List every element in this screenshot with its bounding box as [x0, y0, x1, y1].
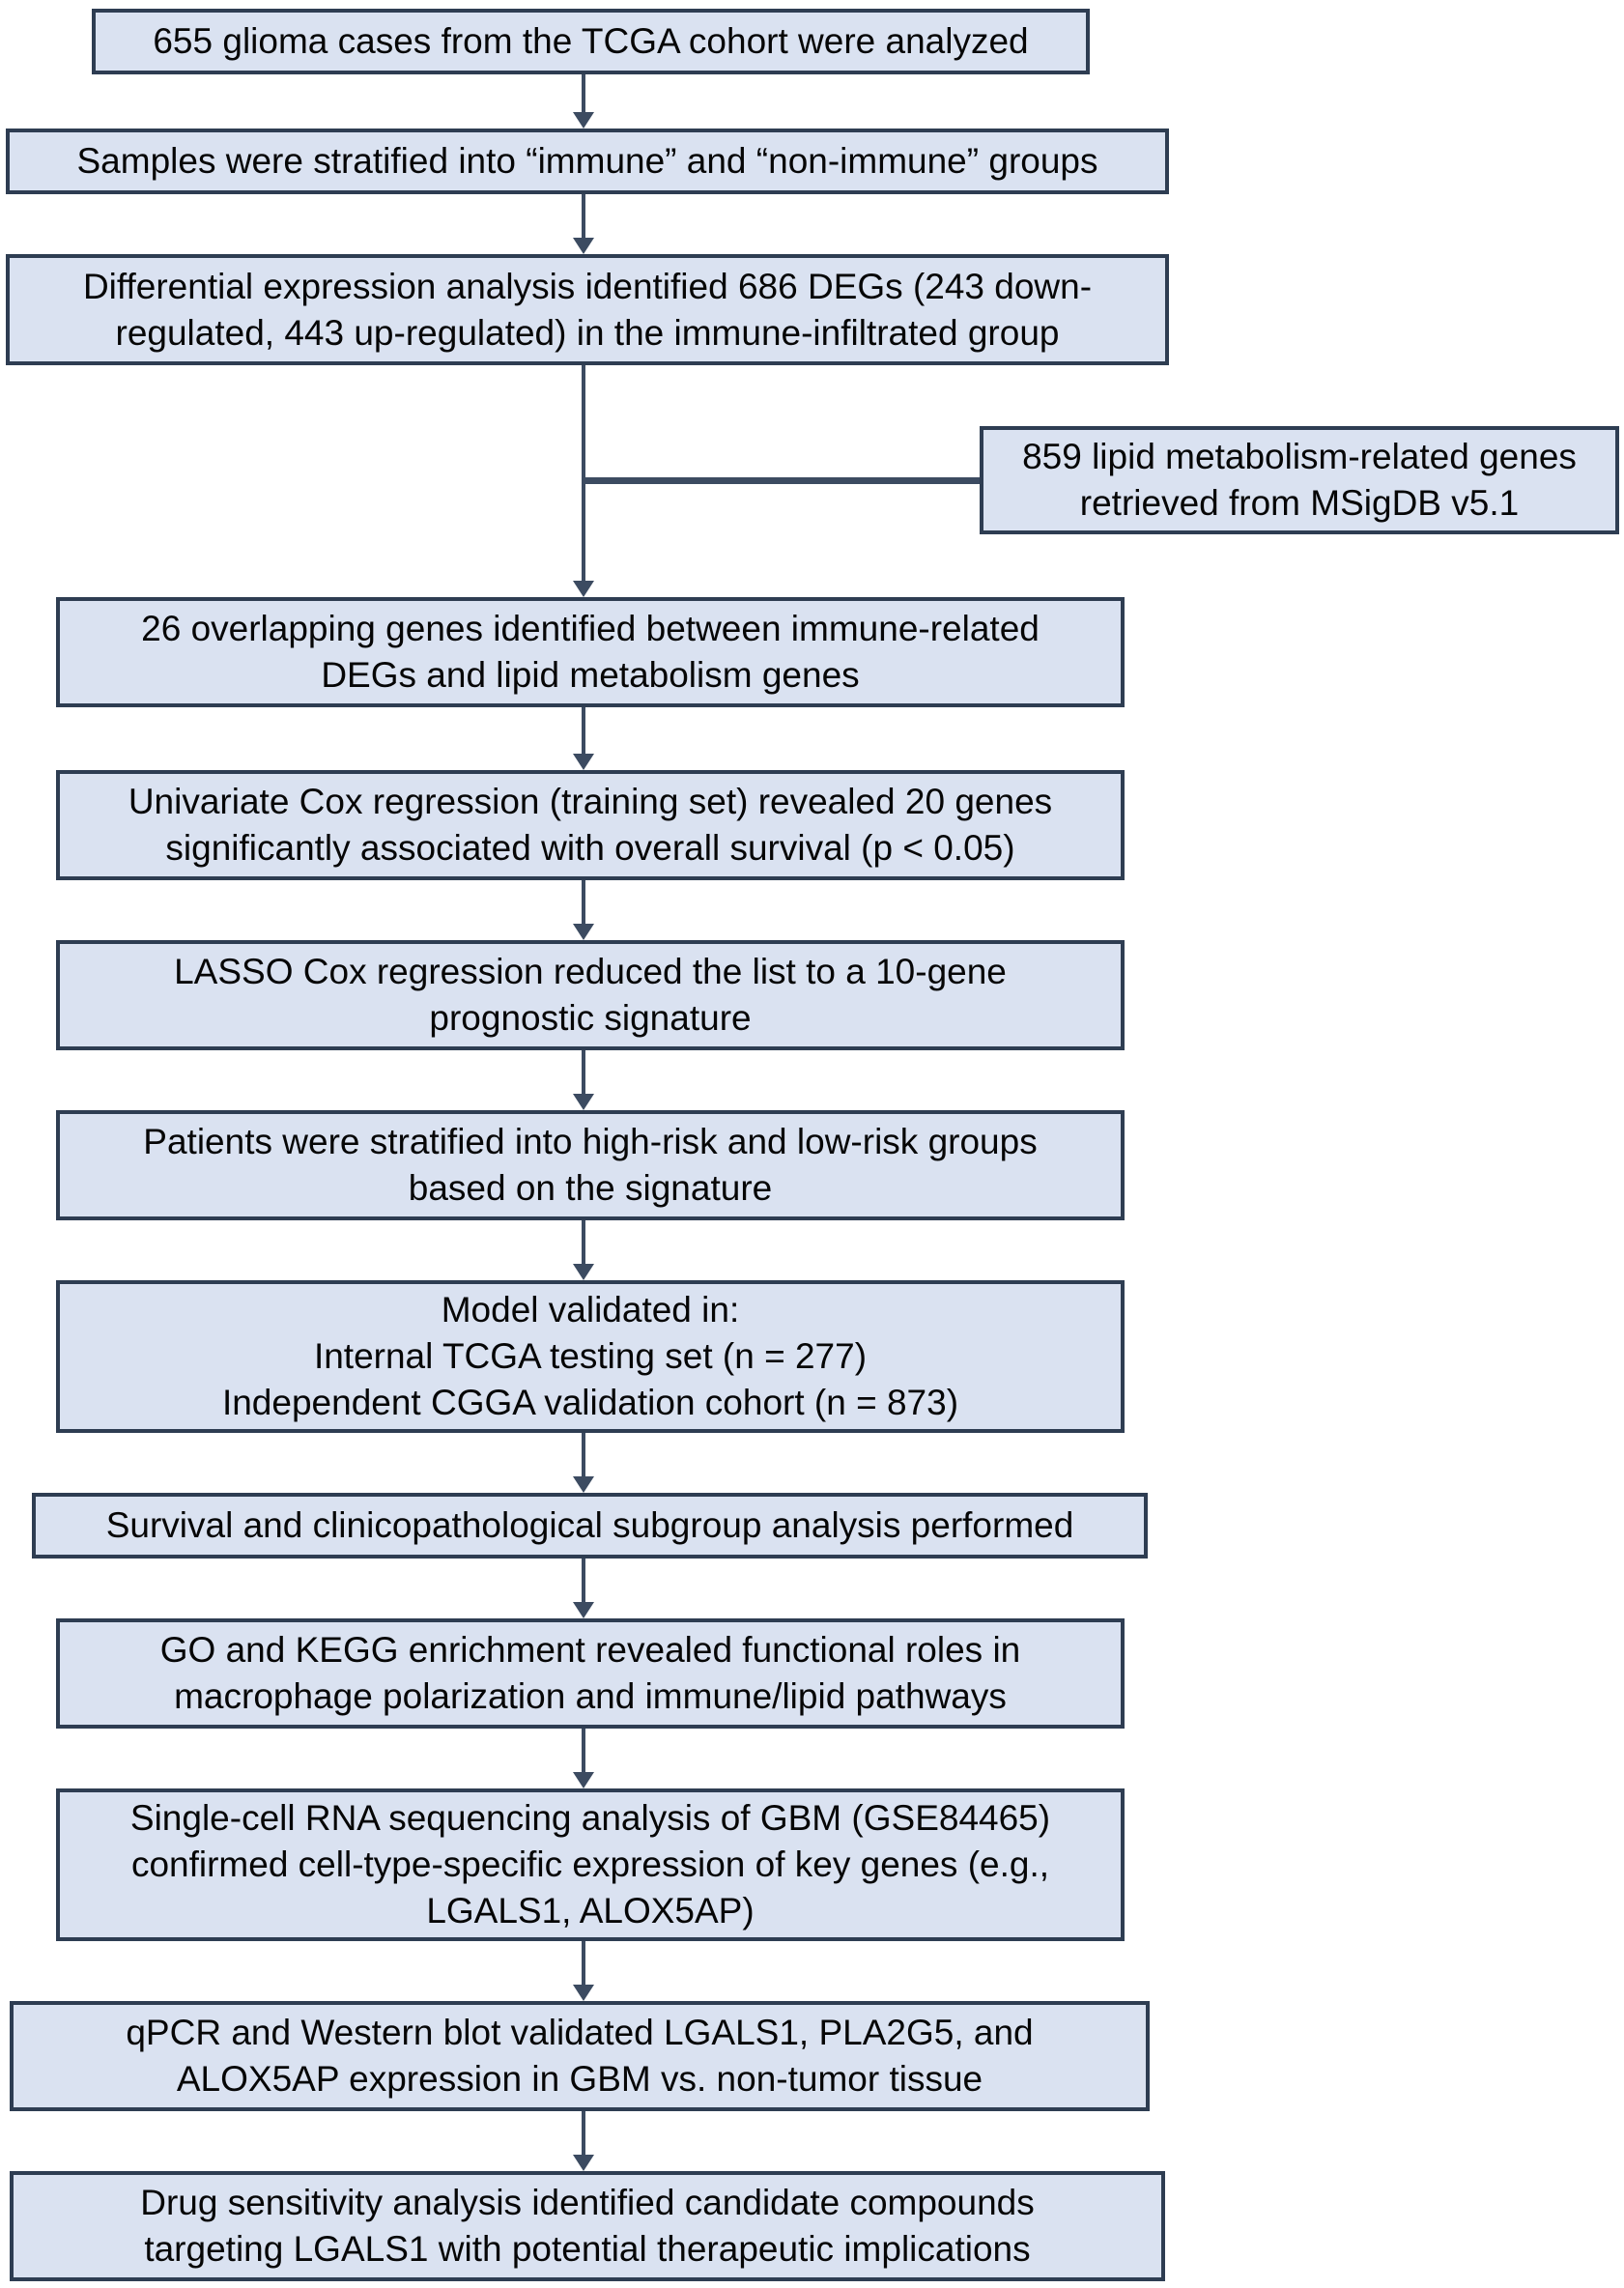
- side-branch-line: [582, 477, 980, 484]
- arrow-down-icon: [573, 1094, 594, 1110]
- arrow-down-icon: [573, 1264, 594, 1280]
- arrow-down-icon: [573, 1476, 594, 1493]
- connector-line: [582, 1559, 585, 1602]
- connector-line: [582, 2111, 585, 2155]
- connector-line: [582, 365, 585, 581]
- flow-box-immune-stratification: Samples were stratified into “immune” an…: [6, 129, 1169, 194]
- connector-line: [582, 1941, 585, 1985]
- flow-box-overlapping-genes: 26 overlapping genes identified between …: [56, 597, 1125, 707]
- flow-box-subgroup-analysis: Survival and clinicopathological subgrou…: [32, 1493, 1148, 1559]
- arrow-down-icon: [573, 1602, 594, 1618]
- arrow-down-icon: [573, 112, 594, 129]
- flow-box-univariate-cox: Univariate Cox regression (training set)…: [56, 770, 1125, 880]
- connector-line: [582, 1433, 585, 1476]
- arrow-down-icon: [573, 754, 594, 770]
- flow-box-go-kegg-enrichment: GO and KEGG enrichment revealed function…: [56, 1618, 1125, 1729]
- flow-box-drug-sensitivity: Drug sensitivity analysis identified can…: [10, 2171, 1165, 2281]
- arrow-down-icon: [573, 1772, 594, 1788]
- connector-line: [582, 880, 585, 924]
- arrow-down-icon: [573, 2155, 594, 2171]
- connector-line: [582, 74, 585, 112]
- arrow-down-icon: [573, 1985, 594, 2001]
- flow-box-single-cell-rna: Single-cell RNA sequencing analysis of G…: [56, 1788, 1125, 1941]
- connector-line: [582, 1220, 585, 1264]
- flow-box-risk-stratification: Patients were stratified into high-risk …: [56, 1110, 1125, 1220]
- flow-box-tcga-cohort: 655 glioma cases from the TCGA cohort we…: [92, 9, 1090, 74]
- flow-box-model-validation: Model validated in: Internal TCGA testin…: [56, 1280, 1125, 1433]
- connector-line: [582, 194, 585, 238]
- flow-box-deg-analysis: Differential expression analysis identif…: [6, 254, 1169, 365]
- arrow-down-icon: [573, 238, 594, 254]
- connector-line: [582, 707, 585, 754]
- arrow-down-icon: [573, 924, 594, 940]
- flow-box-qpcr-western-blot: qPCR and Western blot validated LGALS1, …: [10, 2001, 1150, 2111]
- connector-line: [582, 1050, 585, 1094]
- flow-box-lasso-cox: LASSO Cox regression reduced the list to…: [56, 940, 1125, 1050]
- flow-box-lipid-gene-input: 859 lipid metabolism-related genes retri…: [980, 426, 1619, 534]
- arrow-down-icon: [573, 581, 594, 597]
- connector-line: [582, 1729, 585, 1772]
